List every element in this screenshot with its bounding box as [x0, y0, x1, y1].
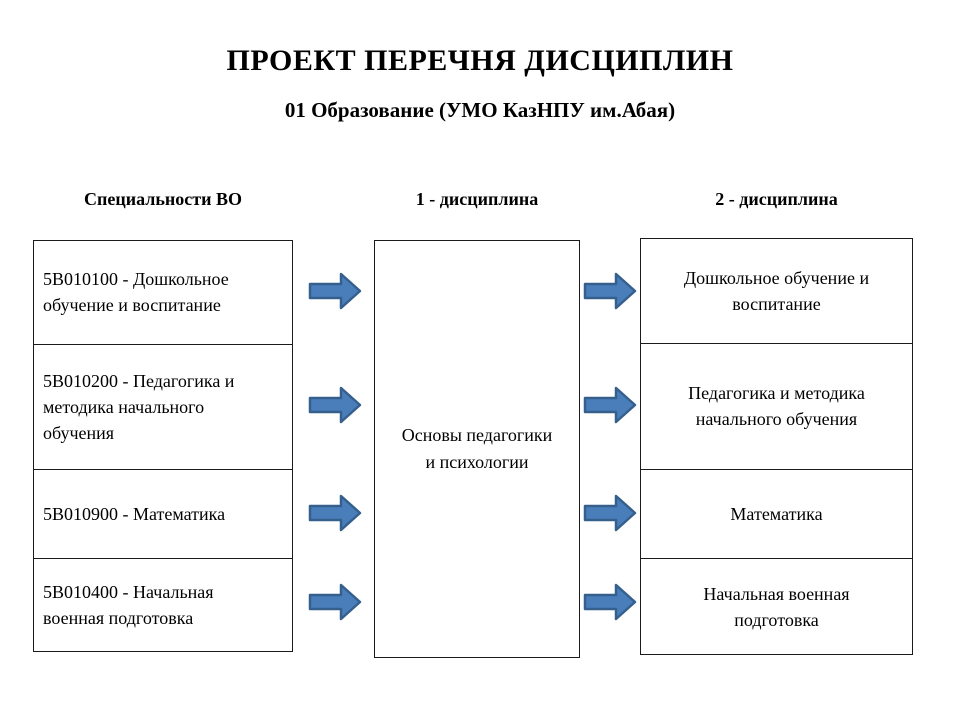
page-subtitle: 01 Образование (УМО КазНПУ им.Абая): [284, 98, 676, 122]
right-arrow-icon: [583, 272, 637, 310]
discipline-1-box: Основы педагогики и психологии: [374, 240, 580, 658]
right-arrow-icon: [308, 494, 362, 532]
specialty-box: 5В010900 - Математика: [34, 470, 292, 560]
discipline-2-box: Дошкольное обучение и воспитание: [641, 239, 912, 344]
right-arrow-icon: [308, 386, 362, 424]
discipline-2-box: Начальная военная подготовка: [703, 583, 850, 630]
specialties-column: 5В010100 - Дошкольное обучение и воспита…: [33, 240, 293, 652]
specialty-box: 5В010100 - Дошкольное обучение и воспита…: [34, 241, 292, 345]
column-header-discipline-2: 2 - дисциплина: [715, 189, 838, 209]
right-arrow-icon: [583, 386, 637, 424]
discipline-2-column: Дошкольное обучение и воспитание Педагог…: [640, 238, 913, 655]
column-header-discipline-1: 1 - дисциплина: [415, 189, 539, 209]
page-title: ПРОЕКТ ПЕРЕЧНЯ ДИСЦИПЛИН: [226, 44, 734, 77]
specialty-box: 5В010400 - Начальная военная подготовка: [43, 582, 214, 629]
right-arrow-icon: [308, 272, 362, 310]
right-arrow-icon: [583, 494, 637, 532]
right-arrow-icon: [308, 583, 362, 621]
discipline-2-box: Педагогика и методика начального обучени…: [641, 344, 912, 470]
discipline-2-box: Математика: [641, 470, 912, 560]
right-arrow-icon: [583, 583, 637, 621]
specialty-box: 5В010200 - Педагогика и методика начальн…: [34, 345, 292, 470]
column-header-specialties: Специальности ВО: [84, 189, 242, 209]
